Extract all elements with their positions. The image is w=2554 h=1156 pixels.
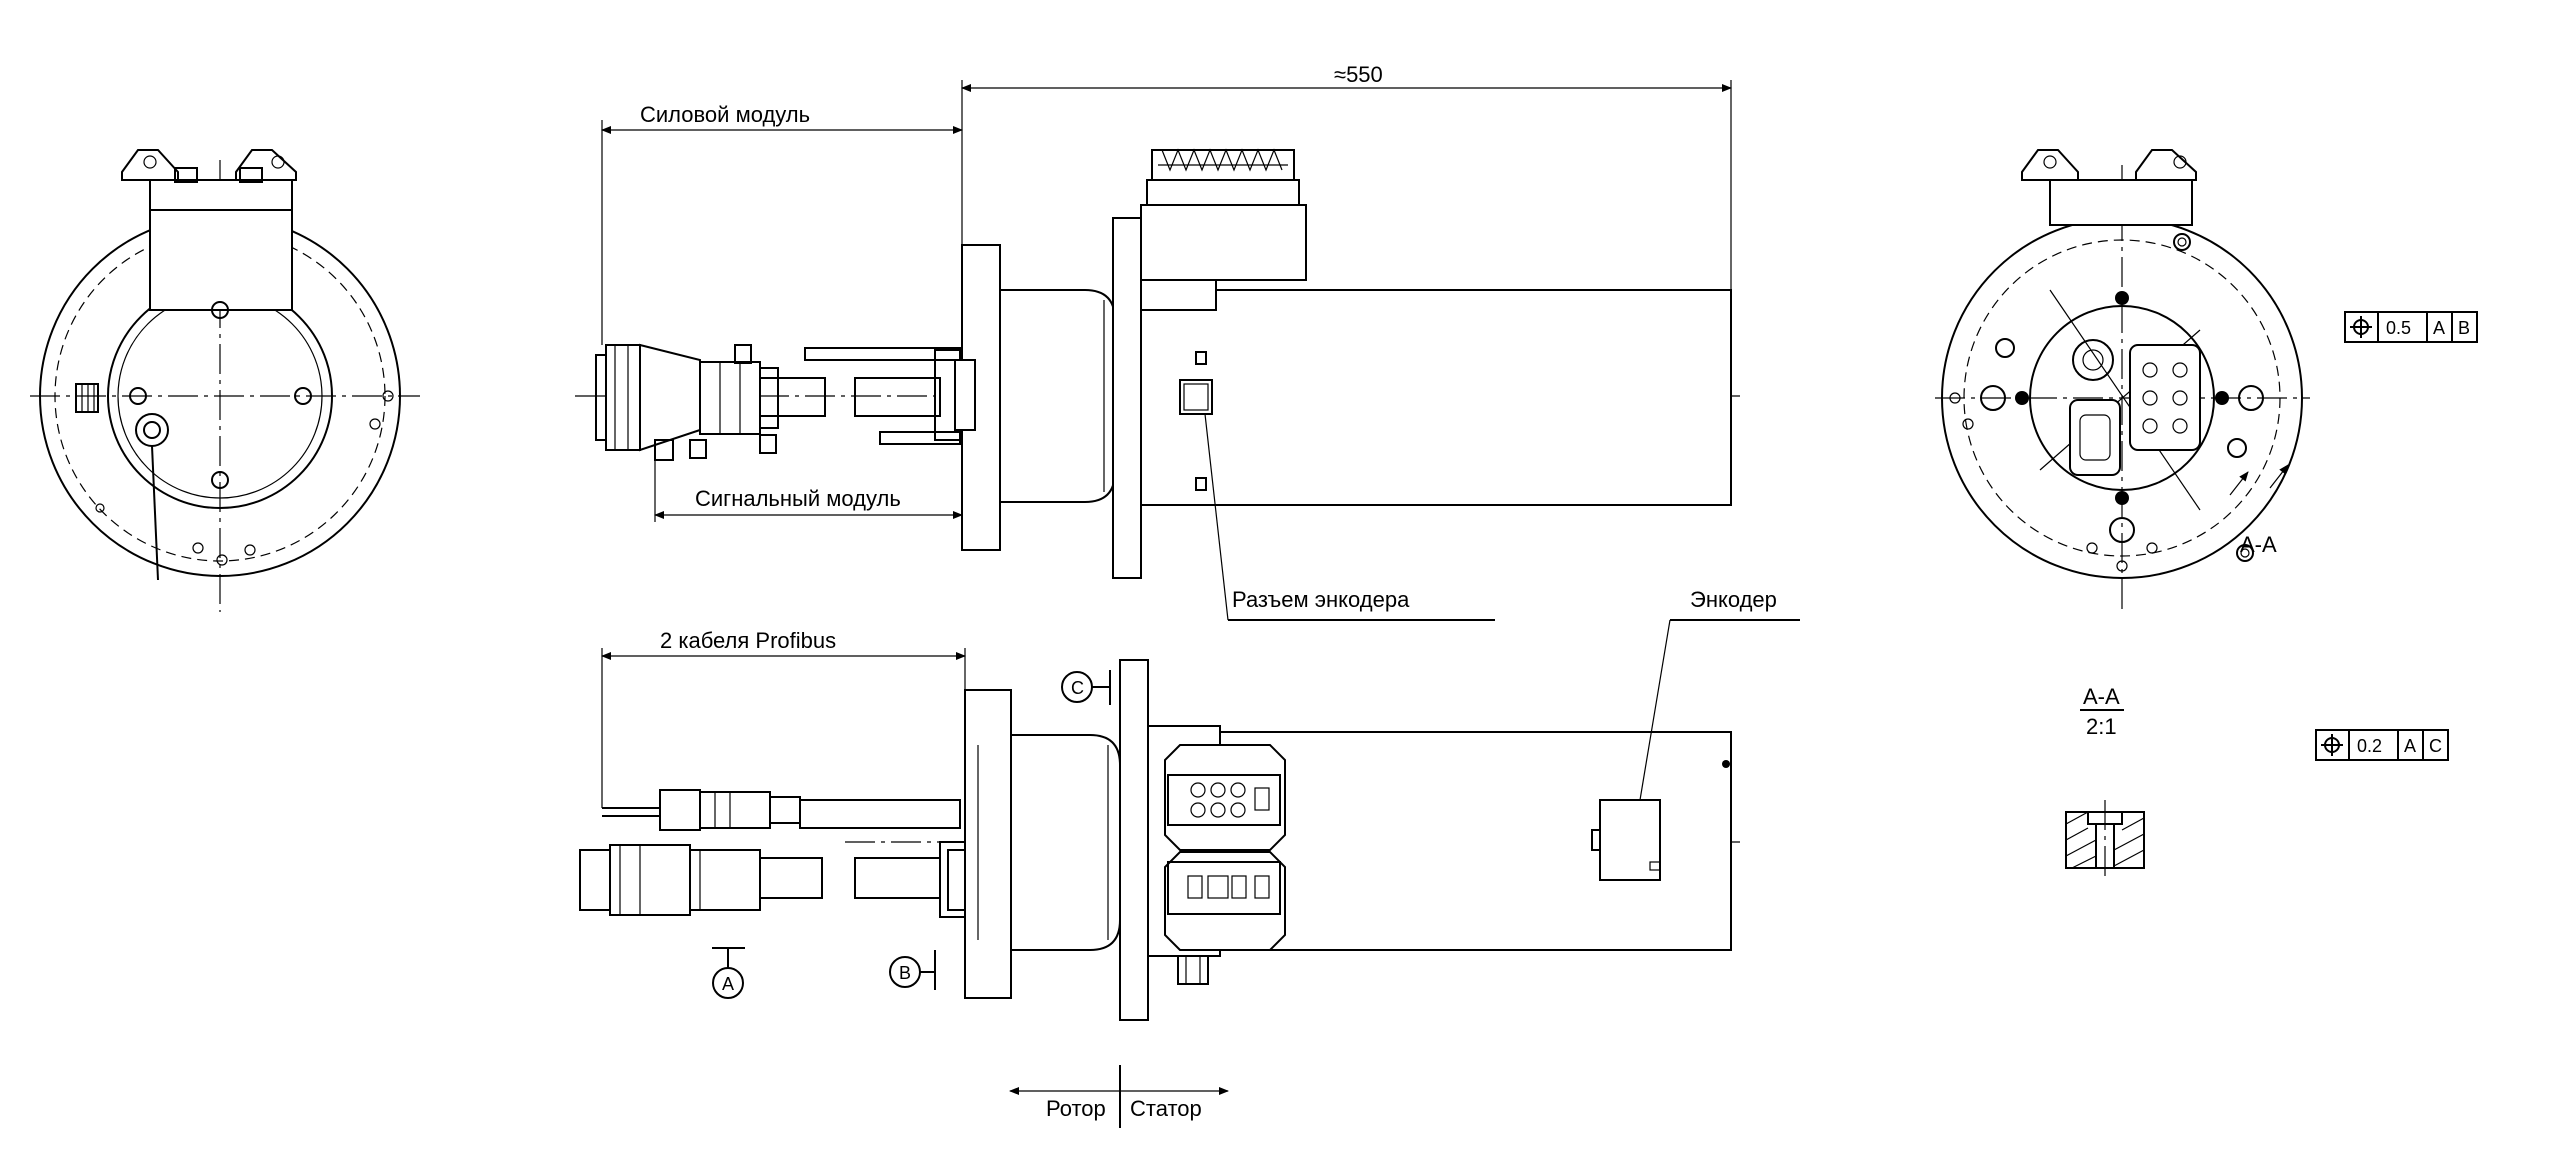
left-end-view [30,149,420,612]
stator-label: Статор [1130,1096,1202,1121]
tolerance-datum-2a: A [2404,736,2416,756]
bottom-side-view: 2 кабеля Profibus Энкодер A B C [579,587,1800,1021]
right-end-view: A-A [1935,149,2310,615]
encoder-label: Энкодер [1690,587,1777,612]
profibus-cables-label: 2 кабеля Profibus [660,628,836,653]
datum-c: C [1071,678,1084,698]
section-aa-detail: A-A 2:1 [2065,684,2145,880]
tolerance-value-2: 0.2 [2357,736,2382,756]
rotor-stator-indicator: Ротор Статор [1009,1065,1229,1128]
top-side-view: ≈550 Силовой модуль Сигнальный модуль Ра… [575,62,1740,621]
tolerance-value-1: 0.5 [2386,318,2411,338]
signal-module-label: Сигнальный модуль [695,486,901,511]
overall-length-dimension: ≈550 [1334,62,1383,87]
datum-b: B [899,963,911,983]
position-tolerance-icon [2350,316,2372,338]
tolerance-datum-2b: C [2429,736,2442,756]
position-tolerance-icon [2321,734,2343,756]
datum-a: A [722,974,734,994]
tolerance-frame-2: 0.2 A C [2315,729,2449,761]
tolerance-datum-1a: A [2433,318,2445,338]
tolerance-datum-1b: B [2458,318,2470,338]
encoder-connector-label: Разъем энкодера [1232,587,1410,612]
section-mark-label: A-A [2240,532,2277,557]
rotor-label: Ротор [1046,1096,1106,1121]
section-title: A-A [2083,684,2120,709]
section-scale: 2:1 [2086,714,2117,739]
tolerance-frame-1: 0.5 A B [2344,311,2478,343]
power-module-label: Силовой модуль [640,102,810,127]
